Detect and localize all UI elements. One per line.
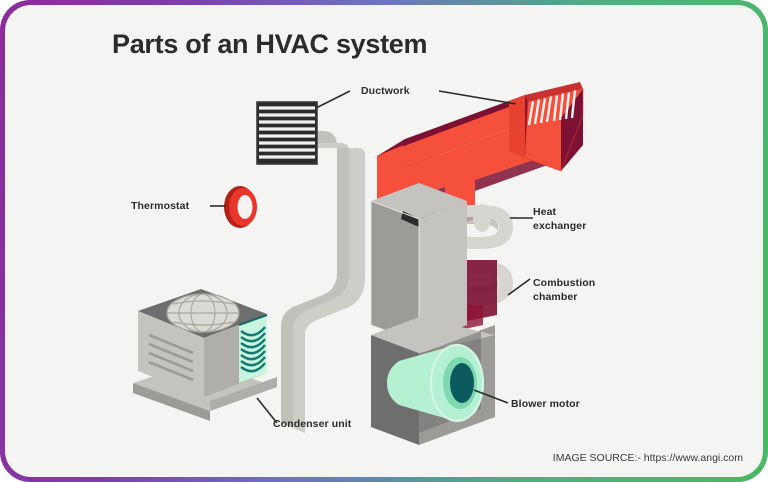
label-ductwork: Ductwork bbox=[361, 85, 410, 97]
label-blower-motor: Blower motor bbox=[511, 398, 580, 410]
label-thermostat: Thermostat bbox=[131, 200, 190, 212]
label-heat-exchanger: Heat exchanger bbox=[533, 205, 586, 233]
leader-ductwork-right bbox=[438, 90, 517, 105]
condenser-unit-box bbox=[133, 289, 277, 421]
page-title: Parts of an HVAC system bbox=[112, 29, 428, 59]
ductwork-red-grille bbox=[524, 82, 584, 172]
leader-blower bbox=[473, 389, 509, 404]
label-combustion-line1: Combustion bbox=[533, 277, 596, 289]
label-heat-exchanger-line2: exchanger bbox=[533, 220, 587, 232]
label-condenser-unit: Condenser unit bbox=[273, 418, 352, 430]
image-source-note: IMAGE SOURCE:- https://www.angi.com bbox=[552, 452, 743, 464]
thermostat-ring bbox=[224, 186, 257, 228]
furnace-cabinet bbox=[370, 183, 467, 344]
leader-ductwork-left bbox=[315, 90, 351, 109]
hvac-diagram bbox=[133, 82, 584, 445]
gray-return-duct bbox=[258, 131, 365, 433]
diagram-canvas: Parts of an HVAC system bbox=[5, 5, 763, 477]
blower-motor-cylinder bbox=[387, 344, 484, 422]
leader-condenser bbox=[256, 397, 278, 424]
leader-combustion bbox=[507, 278, 531, 296]
ductwork-vent-grille bbox=[256, 101, 318, 165]
leader-lines bbox=[210, 90, 533, 424]
label-combustion-line2: chamber bbox=[533, 291, 578, 303]
label-heat-exchanger-line1: Heat bbox=[533, 206, 557, 218]
label-combustion-chamber: Combustion chamber bbox=[533, 276, 595, 304]
